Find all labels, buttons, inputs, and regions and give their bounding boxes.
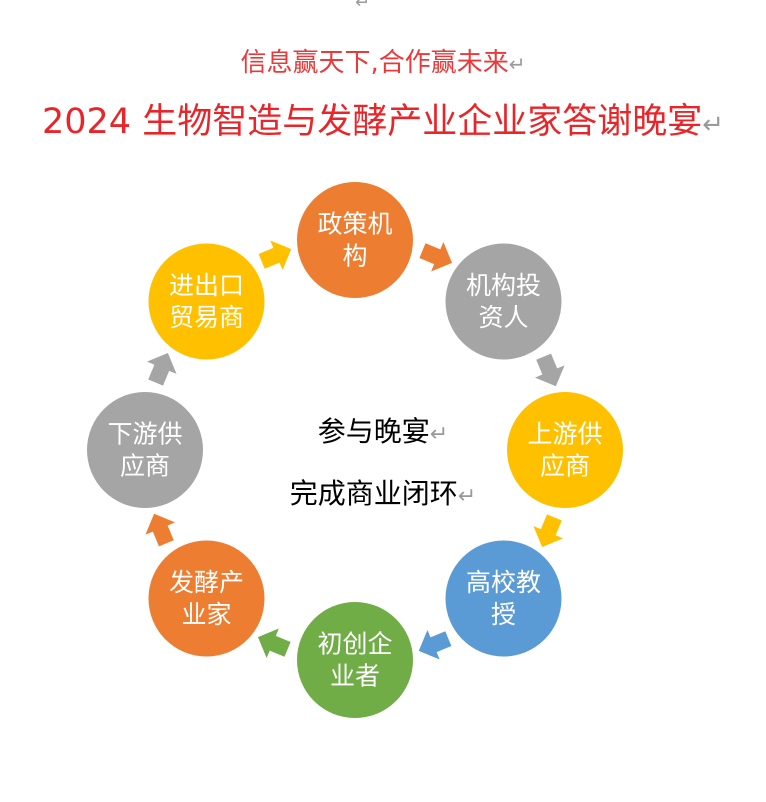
cycle-node-circle — [87, 392, 203, 508]
cycle-node-label: 初创企 — [317, 630, 392, 659]
cycle-arrows — [145, 240, 565, 660]
center-line-1-text: 参与晚宴 — [317, 415, 430, 448]
cycle-node-label: 应商 — [120, 452, 170, 481]
page-title: 2024 生物智造与发酵产业企业家答谢晚宴↵ — [0, 93, 766, 144]
cycle-node-label: 贸易商 — [169, 303, 244, 332]
cycle-node-circle — [445, 540, 562, 657]
paragraph-mark: ↵ — [429, 422, 449, 447]
cycle-node-circle — [297, 182, 413, 298]
slogan: 信息赢天下,合作赢未来↵ — [0, 42, 766, 79]
cycle-node-label: 进出口 — [169, 271, 244, 300]
cycle-node-label: 资人 — [478, 303, 528, 332]
cycle-arrow — [146, 352, 177, 386]
center-text-line-2: 完成商业闭环↵ — [0, 472, 766, 512]
cycle-node-circle — [148, 540, 265, 657]
cycle-node-label: 上游供 — [527, 420, 602, 449]
cycle-node-circle — [148, 243, 265, 360]
cycle-arrow — [534, 353, 565, 387]
cycle-arrow — [258, 240, 292, 271]
cycle-arrow — [257, 628, 291, 659]
cycle-arrow-shape — [534, 353, 565, 387]
cycle-node-label: 应商 — [540, 452, 590, 481]
cycle-node-label: 高校教 — [466, 568, 541, 597]
title-text: 2024 生物智造与发酵产业企业家答谢晚宴 — [42, 102, 703, 142]
cycle-node-label: 机构投 — [466, 271, 541, 300]
cycle-node-circle — [445, 243, 562, 360]
cycle-arrow-shape — [418, 629, 452, 660]
paragraph-mark: ↵ — [702, 110, 724, 140]
paragraph-mark-top: ↵ — [355, 0, 371, 13]
cycle-arrow-shape — [533, 514, 564, 548]
paragraph-mark: ↵ — [457, 484, 477, 509]
cycle-node-label: 业者 — [330, 662, 380, 691]
center-line-2-text: 完成商业闭环 — [289, 477, 458, 510]
cycle-arrow-shape — [258, 240, 292, 271]
cycle-arrow-shape — [419, 241, 453, 272]
cycle-arrow — [418, 629, 452, 660]
cycle-node-circle — [507, 392, 623, 508]
cycle-arrow — [419, 241, 453, 272]
center-text-line-1: 参与晚宴↵ — [0, 410, 766, 450]
cycle-node-label: 构 — [342, 242, 367, 271]
cycle-arrow-shape — [145, 513, 176, 547]
cycle-node-label: 发酵产 — [169, 568, 244, 597]
cycle-node-label: 业家 — [181, 600, 231, 629]
cycle-arrow — [145, 513, 176, 547]
cycle-arrow-shape — [257, 628, 291, 659]
paragraph-mark: ↵ — [508, 52, 526, 76]
cycle-node-label: 下游供 — [107, 420, 182, 449]
cycle-arrow-shape — [146, 352, 177, 386]
cycle-node-circle — [297, 602, 413, 718]
cycle-arrow — [533, 514, 564, 548]
cycle-node-label: 政策机 — [317, 210, 392, 239]
slogan-text: 信息赢天下,合作赢未来 — [240, 48, 509, 78]
cycle-node-label: 授 — [491, 600, 516, 629]
